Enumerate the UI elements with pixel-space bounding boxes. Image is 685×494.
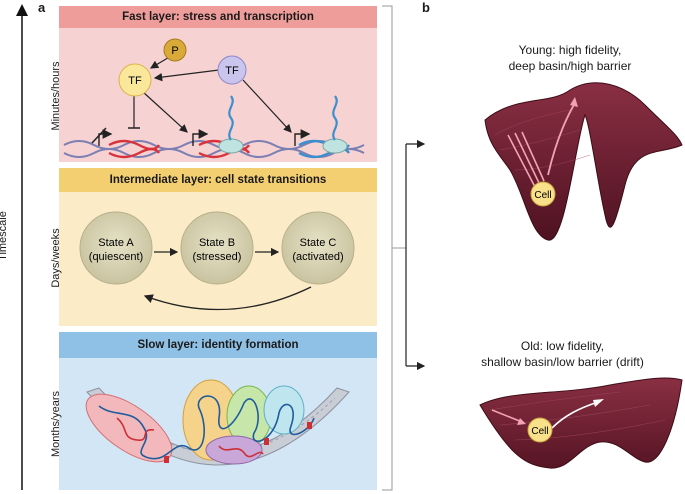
mrna-1	[228, 95, 234, 141]
young-landscape: Cell	[484, 82, 683, 241]
intermediate-layer-diagram: State A (quiescent) State B (stressed) S…	[79, 211, 355, 311]
polymerase-2	[322, 138, 348, 154]
tf-to-tf-arrow	[153, 69, 220, 82]
chromatin-domain-4	[263, 385, 305, 435]
slow-layer-header: Slow layer: identity formation	[59, 332, 377, 358]
polymerase-1	[218, 138, 244, 154]
state-c-label: State C	[300, 237, 337, 249]
bracket-connector	[382, 5, 426, 491]
p-node: P	[163, 38, 187, 62]
state-a-cell: State A (quiescent)	[79, 211, 153, 285]
fast-layer-diagram: P TF TF	[63, 38, 365, 159]
dna-strand	[63, 139, 365, 159]
blocked-mark	[91, 127, 107, 144]
slow-layer-title: Slow layer: identity formation	[137, 339, 299, 351]
old-caption: Old: low fidelity, shallow basin/low bar…	[440, 338, 685, 370]
young-cell	[530, 181, 556, 207]
old-landscape: Cell	[479, 377, 683, 469]
old-surface	[479, 377, 683, 469]
promoter-arrow-1	[98, 129, 113, 146]
old-cell	[527, 417, 553, 443]
young-caption: Young: high fidelity, deep basin/high ba…	[470, 42, 670, 74]
intermediate-layer-title: Intermediate layer: cell state transitio…	[109, 174, 327, 186]
panel-a-letter: a	[38, 0, 46, 15]
p-node-label: P	[171, 45, 178, 57]
anchor-2	[264, 438, 269, 445]
young-cell-label: Cell	[534, 190, 551, 201]
state-b-sublabel: (stressed)	[193, 251, 242, 263]
tf-node-right-label: TF	[225, 65, 239, 77]
young-caption-line1: Young: high fidelity,	[518, 43, 622, 57]
old-cell-label: Cell	[531, 426, 548, 437]
young-surface	[484, 82, 683, 241]
state-b-label: State B	[199, 237, 235, 249]
c-to-a-arrow	[143, 286, 312, 311]
old-caption-line1: Old: low fidelity,	[520, 339, 605, 353]
promoter-arrow-3	[294, 129, 311, 146]
timescale-axis	[16, 4, 28, 490]
tf-activation-arrow-1	[142, 91, 188, 133]
panel-b-letter: b	[422, 0, 430, 15]
promoter-arrow-2	[192, 129, 209, 146]
young-caption-line2: deep basin/high barrier	[508, 59, 632, 73]
state-b-cell: State B (stressed)	[180, 211, 254, 285]
fast-layer-header: Fast layer: stress and transcription	[59, 6, 377, 28]
fast-layer-title: Fast layer: stress and transcription	[122, 11, 314, 23]
intermediate-layer-header: Intermediate layer: cell state transitio…	[59, 168, 377, 192]
mrna-2	[332, 95, 338, 141]
slow-layer-diagram	[85, 379, 350, 466]
chromatin-fiber	[98, 395, 315, 460]
anchor-1	[164, 456, 169, 463]
state-c-cell: State C (activated)	[281, 211, 355, 285]
chromatin-domain-5	[205, 435, 263, 465]
tf-node-left-label: TF	[128, 75, 142, 87]
anchor-3	[307, 422, 312, 429]
state-a-sublabel: (quiescent)	[89, 251, 143, 263]
timescale-label: Timescale	[0, 211, 9, 261]
old-caption-line2: shallow basin/low barrier (drift)	[481, 355, 644, 369]
tf-node-right: TF	[217, 55, 247, 85]
state-c-sublabel: (activated)	[292, 251, 343, 263]
tf-activation-arrow-2	[242, 79, 292, 133]
state-a-label: State A	[98, 237, 134, 249]
tf-node-left: TF	[118, 63, 152, 97]
